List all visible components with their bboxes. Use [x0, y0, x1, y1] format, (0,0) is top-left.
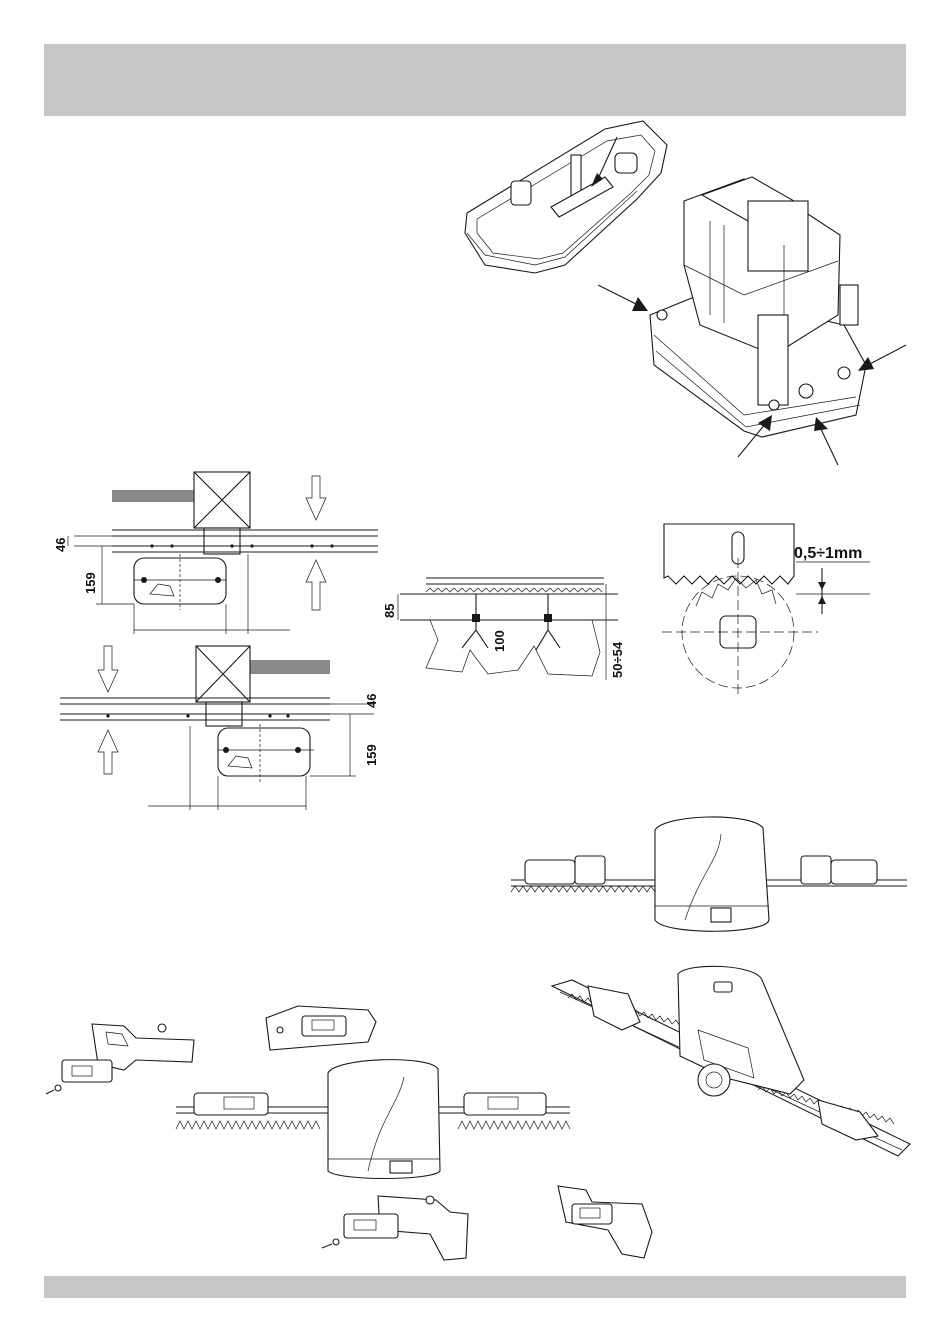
header-band — [44, 44, 906, 116]
bracket-top-middle — [258, 1000, 388, 1060]
dim-depth: 159 — [83, 572, 98, 594]
rack-section-figure: 85 100 50÷54 — [378, 570, 638, 690]
motor-on-rack-front — [168, 1055, 578, 1185]
dim-anchor-depth: 100 — [492, 630, 507, 652]
motor-on-rack-side — [505, 810, 915, 945]
dim-gear-gap: 0,5÷1mm — [794, 545, 862, 562]
gear-clearance-figure: 0,5÷1mm — [656, 518, 906, 698]
dim-rail-offset: 46 — [53, 538, 68, 552]
dim-depth-2: 159 — [364, 744, 379, 766]
motor-unit-illustration — [594, 165, 914, 475]
dim-range: 50÷54 — [610, 641, 625, 678]
bracket-bottom-right — [552, 1180, 662, 1270]
bracket-exploded-bottom — [318, 1190, 478, 1270]
motor-isometric-rack — [548, 960, 918, 1165]
dim-rail-offset-2: 46 — [364, 694, 379, 708]
footer-band — [44, 1276, 906, 1298]
plan-figure-mirrored: 46 159 — [60, 640, 400, 820]
plan-figure-top: 46 159 — [40, 470, 390, 645]
dim-rack-height: 85 — [382, 604, 397, 618]
